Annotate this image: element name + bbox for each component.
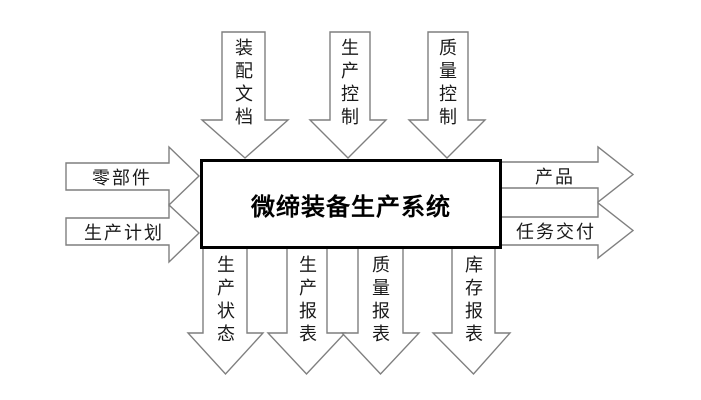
left-input-label-production-plan: 生产计划 <box>84 223 164 243</box>
bottom-output-arrow-3-shape <box>340 247 421 376</box>
top-input-label-assembly-docs: 装配文档 <box>235 38 253 127</box>
bottom-output-label-quality-report: 质量报表 <box>372 255 390 344</box>
left-input-label-parts: 零部件 <box>92 168 152 188</box>
top-input-arrow-1-shape <box>200 31 290 159</box>
bottom-output-arrow-2-shape <box>266 247 347 376</box>
bottom-output-arrow-1-shape <box>186 247 265 376</box>
right-output-label-product: 产品 <box>535 167 575 187</box>
top-input-label-production-control: 生产控制 <box>341 38 359 127</box>
bottom-output-label-production-status: 生产状态 <box>217 255 235 344</box>
left-input-arrow-1-shape <box>65 145 201 207</box>
bottom-output-label-inventory-report: 库存报表 <box>465 255 483 344</box>
bottom-output-arrow-4-shape <box>431 247 512 376</box>
right-output-arrow-1-shape <box>499 145 635 204</box>
left-input-arrow-2-shape <box>65 203 201 264</box>
top-input-arrow-2-shape <box>308 31 388 159</box>
system-box: 微缔装备生产系统 <box>200 159 502 249</box>
top-input-label-quality-control: 质量控制 <box>439 38 457 127</box>
right-output-arrow-2-shape <box>499 201 635 260</box>
right-output-label-task-delivery: 任务交付 <box>516 222 596 242</box>
system-box-title: 微缔装备生产系统 <box>251 193 451 221</box>
top-input-arrow-3-shape <box>407 31 487 159</box>
bottom-output-label-production-report: 生产报表 <box>299 255 317 344</box>
